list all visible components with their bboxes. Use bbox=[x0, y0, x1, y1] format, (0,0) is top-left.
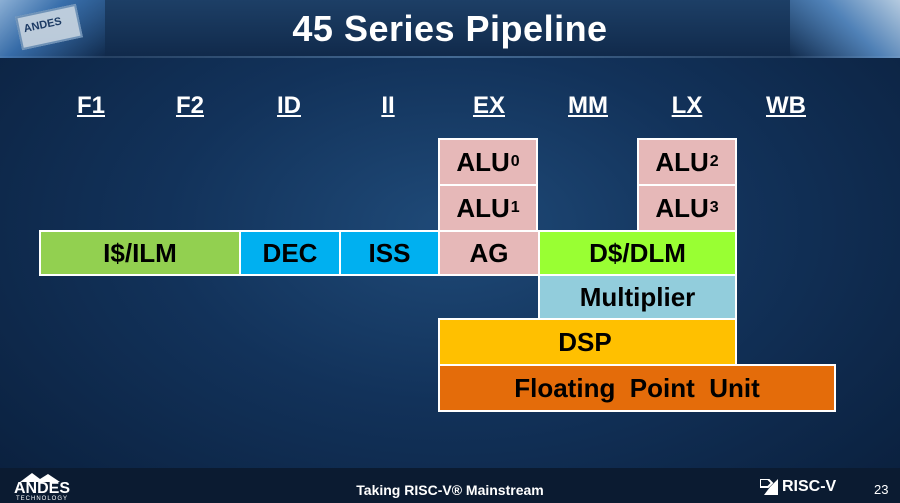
andes-logo: ANDES TECHNOLOGY bbox=[12, 472, 82, 502]
stage-label-ii: II bbox=[381, 92, 395, 119]
stage-label-wb: WB bbox=[766, 92, 806, 119]
alu2-subscript: 2 bbox=[709, 153, 719, 170]
dcache-dlm-block: D$/DLM bbox=[538, 230, 737, 276]
stage-label-lx: LX bbox=[671, 92, 703, 119]
slide-title: 45 Series Pipeline bbox=[292, 8, 608, 49]
footer-bar: ANDES TECHNOLOGY Taking RISC-V® Mainstre… bbox=[0, 468, 900, 503]
riscv-logo: RISC-V bbox=[760, 478, 870, 498]
stage-label-mm: MM bbox=[568, 92, 608, 119]
stage-label-ex: EX bbox=[472, 92, 505, 119]
multiplier-block: Multiplier bbox=[538, 274, 737, 320]
dsp-block: DSP bbox=[438, 318, 737, 366]
alu1-subscript: 1 bbox=[510, 199, 520, 216]
stage-label-f1: F1 bbox=[76, 92, 105, 119]
alu2-label: ALU bbox=[655, 146, 709, 177]
alu3-label: ALU bbox=[655, 192, 709, 223]
andes-logo-name: ANDES bbox=[14, 480, 71, 497]
alu1-label: ALU bbox=[456, 192, 510, 223]
dsp-label: DSP bbox=[558, 326, 612, 357]
stage-label-f2: F2 bbox=[175, 92, 204, 119]
andes-logo-subtitle: TECHNOLOGY bbox=[16, 496, 69, 502]
riscv-icon bbox=[760, 479, 778, 495]
alu3-subscript: 3 bbox=[709, 199, 719, 216]
footer-tagline: Taking RISC-V® Mainstream bbox=[356, 482, 544, 498]
decorative-graphic-right bbox=[790, 0, 900, 58]
mountain-icon bbox=[20, 473, 60, 482]
page-number: 23 bbox=[874, 482, 889, 497]
riscv-logo-text: RISC-V bbox=[782, 478, 837, 495]
alu0-label: ALU bbox=[456, 146, 510, 177]
alu0-subscript: 0 bbox=[510, 153, 520, 170]
iss-block: ISS bbox=[339, 230, 440, 276]
ag-block: AG bbox=[438, 230, 540, 276]
dec-block: DEC bbox=[239, 230, 341, 276]
icache-ilm-block: I$/ILM bbox=[39, 230, 241, 276]
fpu-block: Floating Point Unit bbox=[438, 364, 836, 412]
title-bar: ANDES 45 Series Pipeline bbox=[0, 0, 900, 58]
stage-label-id: ID bbox=[277, 92, 301, 119]
chip-graphic-left: ANDES bbox=[0, 0, 105, 58]
